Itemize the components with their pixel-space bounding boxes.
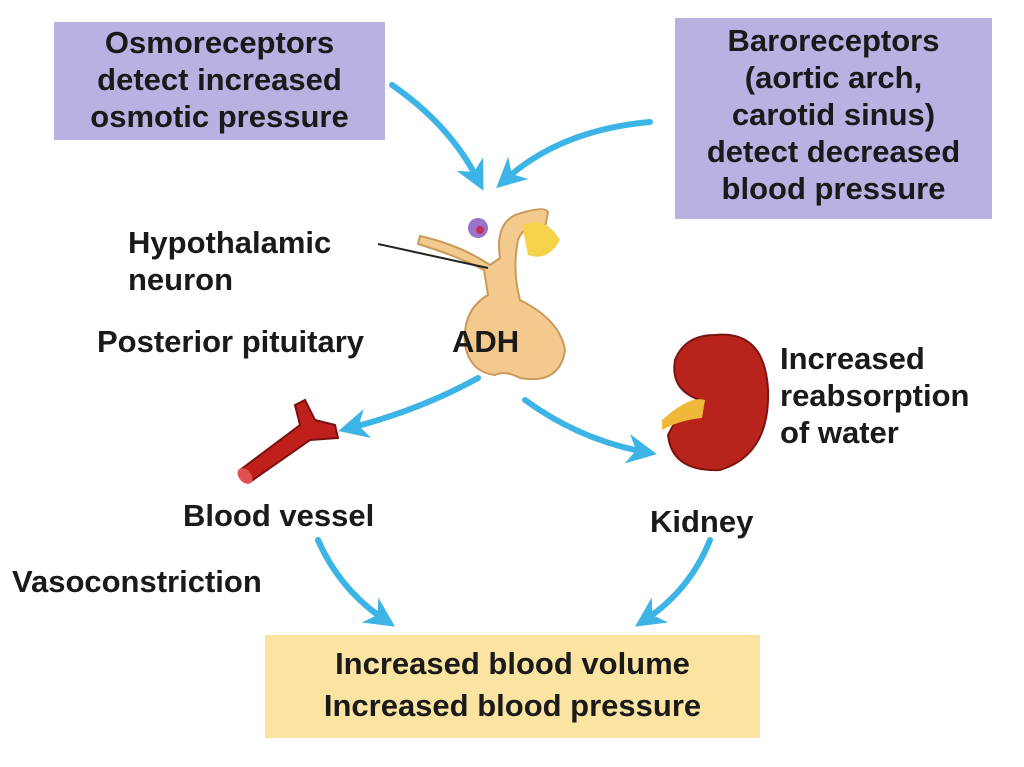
arrow-vessel-to-result: [315, 537, 395, 627]
vasoconstriction-label: Vasoconstriction: [12, 564, 262, 599]
adh-label: ADH: [452, 324, 520, 359]
baro-line-4: detect decreased: [706, 134, 961, 169]
kidney-illustration: [662, 333, 770, 472]
blood-vessel-label: Blood vessel: [183, 498, 375, 533]
osmo-line-3: osmotic pressure: [90, 99, 349, 134]
baro-line-3: carotid sinus): [731, 97, 936, 132]
result-line-2: Increased blood pressure: [323, 688, 702, 723]
posterior-pituitary-label: Posterior pituitary: [97, 324, 364, 359]
hypothalamic-line-1: Hypothalamic: [128, 225, 332, 260]
baro-line-2: (aortic arch,: [744, 60, 923, 95]
reabsorption-line-3: of water: [780, 415, 899, 450]
osmoreceptors-box: Osmoreceptors detect increased osmotic p…: [54, 22, 385, 140]
osmo-line-2: detect increased: [97, 62, 342, 97]
osmo-line-1: Osmoreceptors: [104, 25, 335, 60]
arrow-osmo-to-hypothalamus: [389, 82, 484, 191]
arrow-kidney-to-result: [635, 537, 713, 627]
result-box: Increased blood volume Increased blood p…: [265, 635, 760, 738]
blood-vessel-illustration: [237, 398, 340, 484]
hypothalamic-line-2: neuron: [128, 262, 234, 297]
arrow-baro-to-hypothalamus: [496, 119, 653, 189]
baro-line-1: Baroreceptors: [727, 23, 940, 58]
result-line-1: Increased blood volume: [335, 646, 690, 681]
baro-line-5: blood pressure: [721, 171, 946, 206]
pituitary-illustration: [377, 208, 567, 381]
reabsorption-line-2: reabsorption: [780, 378, 970, 413]
hypothalamic-neuron-label: Hypothalamic neuron: [128, 224, 331, 298]
kidney-label: Kidney: [650, 504, 754, 539]
baroreceptors-box: Baroreceptors (aortic arch, carotid sinu…: [675, 18, 992, 219]
arrow-pituitary-to-vessel: [338, 375, 481, 439]
reabsorption-line-1: Increased: [780, 341, 925, 376]
reabsorption-label: Increased reabsorption of water: [780, 340, 969, 451]
arrow-pituitary-to-kidney: [522, 397, 657, 464]
